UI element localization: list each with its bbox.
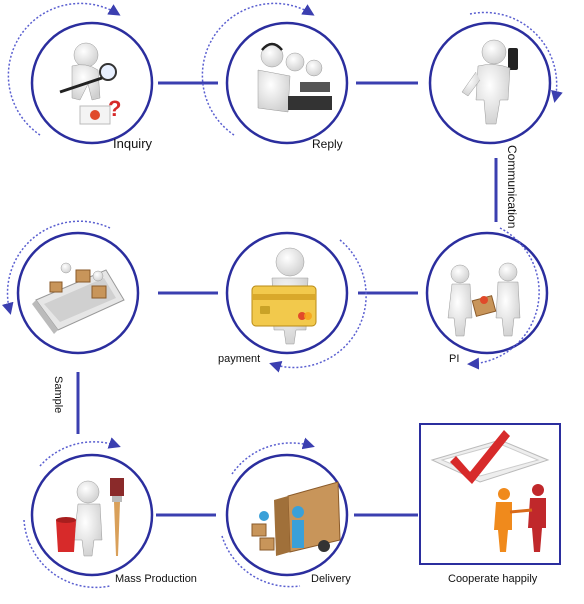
step-pi: [425, 227, 549, 370]
label-sample: Sample: [52, 376, 64, 413]
connectors: [76, 81, 498, 517]
label-pi: PI: [449, 353, 459, 365]
dotted-arc: [231, 437, 315, 475]
step-mass-production: [23, 437, 154, 589]
handshake-document-icon: [447, 262, 521, 337]
call-center-icon: [257, 42, 332, 113]
dotted-arc: [201, 2, 315, 136]
phone-figure-icon: [461, 39, 518, 125]
dotted-arc-lower: [221, 535, 301, 588]
credit-card-figure-icon: [251, 247, 317, 345]
step-communication: [428, 11, 563, 145]
label-inquiry: Inquiry: [113, 136, 153, 151]
svg-text:?: ?: [108, 96, 121, 121]
magnifier-figure-icon: ?: [59, 42, 121, 125]
dotted-arc: [1, 220, 111, 315]
label-reply: Reply: [312, 137, 343, 151]
label-payment: payment: [218, 353, 260, 365]
dotted-arc: [469, 11, 563, 103]
label-mass-production: Mass Production: [115, 573, 197, 585]
ring: [425, 231, 549, 355]
dotted-arc: [39, 437, 121, 467]
checkmark-handshake-icon: [430, 430, 550, 552]
step-sample: [1, 220, 140, 355]
dotted-arc: [7, 2, 121, 136]
dotted-arc-lower: [23, 519, 111, 589]
label-cooperate: Cooperate happily: [448, 573, 538, 585]
step-inquiry: ?: [7, 2, 154, 145]
step-payment: [225, 231, 367, 373]
paint-brush-figure-icon: [56, 478, 124, 557]
dotted-arc: [269, 239, 367, 373]
step-cooperate: [419, 423, 561, 565]
label-delivery: Delivery: [311, 573, 351, 585]
step-reply: [201, 2, 349, 145]
label-communication: Communication: [505, 145, 519, 228]
step-delivery: [221, 437, 349, 588]
laptop-boxes-icon: [32, 262, 125, 334]
delivery-truck-icon: [251, 481, 341, 556]
